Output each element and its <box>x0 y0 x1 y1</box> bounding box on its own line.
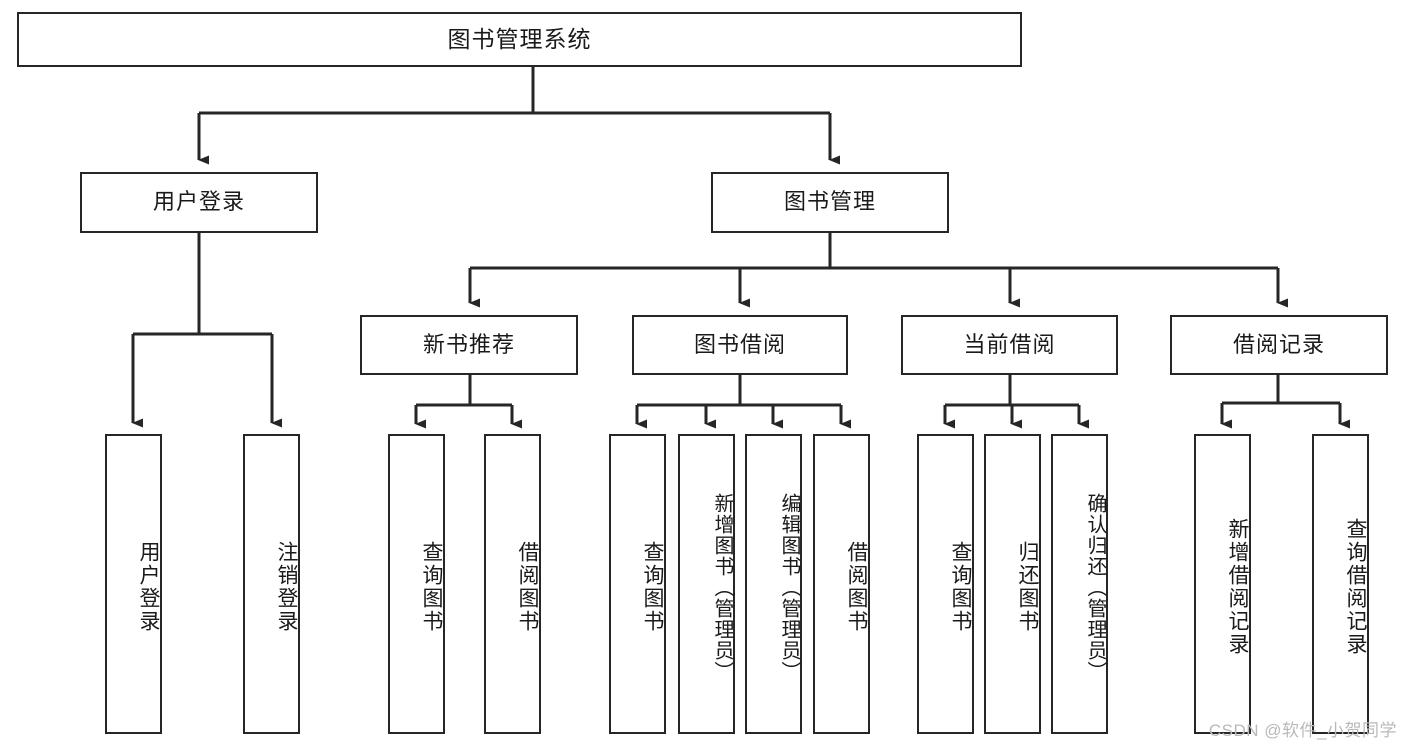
node-leaf-return-book-label: 归还图书 <box>1016 541 1039 633</box>
node-book-manage[interactable]: 图书管理 <box>711 172 949 233</box>
node-leaf-query-book-3-label: 查询图书 <box>949 541 972 633</box>
node-user-login-label: 用户登录 <box>152 189 245 215</box>
node-leaf-edit-book-label: 编辑图书（管理员） <box>778 492 800 682</box>
node-leaf-borrow-book-2[interactable]: 借阅图书 <box>813 434 870 734</box>
node-leaf-edit-book[interactable]: 编辑图书（管理员） <box>745 434 802 734</box>
node-leaf-query-book-2-label: 查询图书 <box>641 541 664 633</box>
node-leaf-query-book-2[interactable]: 查询图书 <box>609 434 666 734</box>
node-borrow-record[interactable]: 借阅记录 <box>1170 315 1388 375</box>
node-leaf-add-record[interactable]: 新增借阅记录 <box>1194 434 1251 734</box>
watermark: CSDN @软件_小贺同学 <box>1208 721 1397 740</box>
node-new-book-recommend[interactable]: 新书推荐 <box>360 315 578 375</box>
node-leaf-confirm-return-label: 确认归还（管理员） <box>1084 492 1106 682</box>
node-current-borrow[interactable]: 当前借阅 <box>901 315 1118 375</box>
node-leaf-add-book-label: 新增图书（管理员） <box>711 492 733 682</box>
node-leaf-user-login[interactable]: 用户登录 <box>105 434 162 734</box>
node-book-borrow[interactable]: 图书借阅 <box>632 315 848 375</box>
node-leaf-confirm-return[interactable]: 确认归还（管理员） <box>1051 434 1108 734</box>
node-book-borrow-label: 图书借阅 <box>693 331 786 357</box>
node-leaf-return-book[interactable]: 归还图书 <box>984 434 1041 734</box>
node-leaf-logout-login-label: 注销登录 <box>275 541 298 633</box>
node-leaf-query-book-1[interactable]: 查询图书 <box>388 434 445 734</box>
node-leaf-add-record-label: 新增借阅记录 <box>1226 518 1249 656</box>
node-borrow-record-label: 借阅记录 <box>1232 331 1325 357</box>
node-book-manage-label: 图书管理 <box>783 189 876 215</box>
node-leaf-query-book-3[interactable]: 查询图书 <box>917 434 974 734</box>
node-new-book-recommend-label: 新书推荐 <box>422 331 515 357</box>
node-user-login[interactable]: 用户登录 <box>80 172 318 233</box>
node-leaf-borrow-book-1[interactable]: 借阅图书 <box>484 434 541 734</box>
node-leaf-add-book[interactable]: 新增图书（管理员） <box>678 434 735 734</box>
node-leaf-user-login-label: 用户登录 <box>137 541 160 633</box>
node-current-borrow-label: 当前借阅 <box>963 331 1056 357</box>
node-leaf-borrow-book-2-label: 借阅图书 <box>845 541 868 633</box>
node-leaf-query-record[interactable]: 查询借阅记录 <box>1312 434 1369 734</box>
node-leaf-query-record-label: 查询借阅记录 <box>1344 518 1367 656</box>
node-root[interactable]: 图书管理系统 <box>17 12 1022 67</box>
node-root-label: 图书管理系统 <box>447 25 592 52</box>
node-leaf-logout-login[interactable]: 注销登录 <box>243 434 300 734</box>
node-leaf-borrow-book-1-label: 借阅图书 <box>516 541 539 633</box>
node-leaf-query-book-1-label: 查询图书 <box>420 541 443 633</box>
